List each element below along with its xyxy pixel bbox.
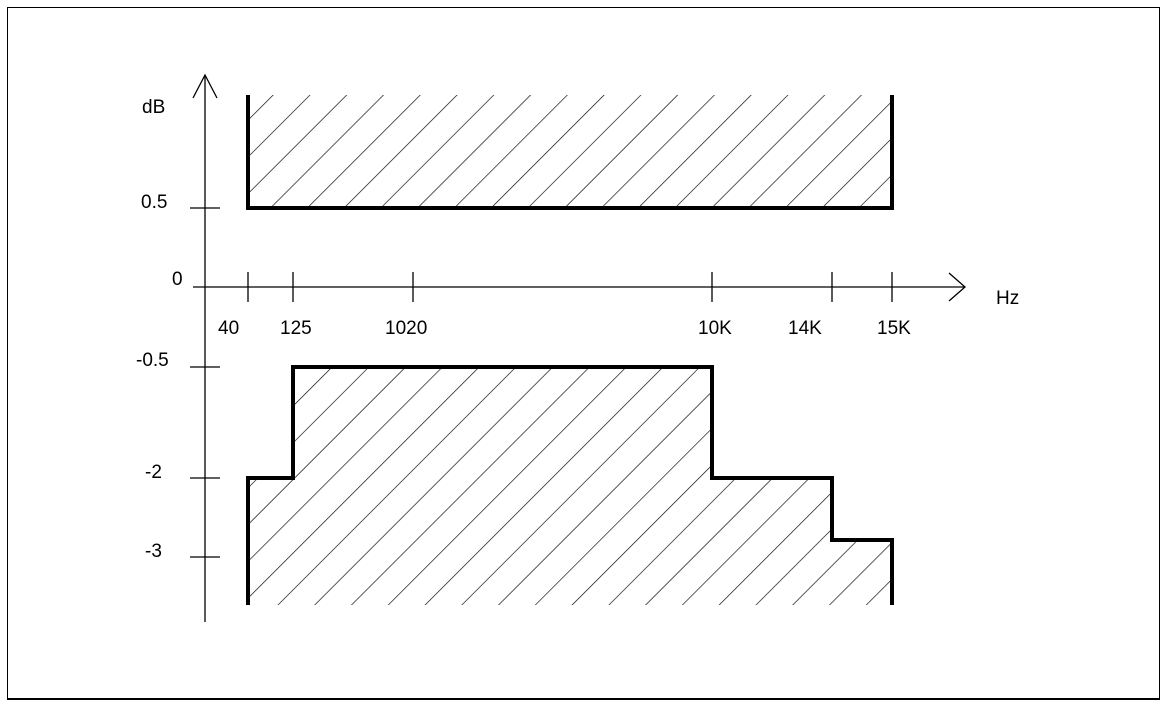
y-tick-label: 0.5 xyxy=(141,192,167,213)
x-axis-arrow xyxy=(948,272,966,302)
lower-limit-line xyxy=(246,365,894,605)
x-tick-label: 15K xyxy=(877,318,911,339)
y-tick-label: -0.5 xyxy=(136,350,169,371)
upper-limit-line xyxy=(246,95,894,210)
y-axis-arrow xyxy=(192,73,218,99)
x-axis-label: Hz xyxy=(996,288,1019,309)
y-axis-label: dB xyxy=(142,97,165,118)
x-tick-label: 14K xyxy=(788,318,822,339)
lower-forbidden-region xyxy=(248,367,892,605)
y-tick-label: 0 xyxy=(172,269,183,290)
y-tick-label: -3 xyxy=(145,541,162,562)
x-tick-label: 1020 xyxy=(385,318,427,339)
x-tick-label: 40 xyxy=(218,318,239,339)
x-tick-label: 125 xyxy=(280,318,312,339)
upper-forbidden-region xyxy=(248,95,892,208)
y-tick-label: -2 xyxy=(145,462,162,483)
x-tick-label: 10K xyxy=(698,318,732,339)
